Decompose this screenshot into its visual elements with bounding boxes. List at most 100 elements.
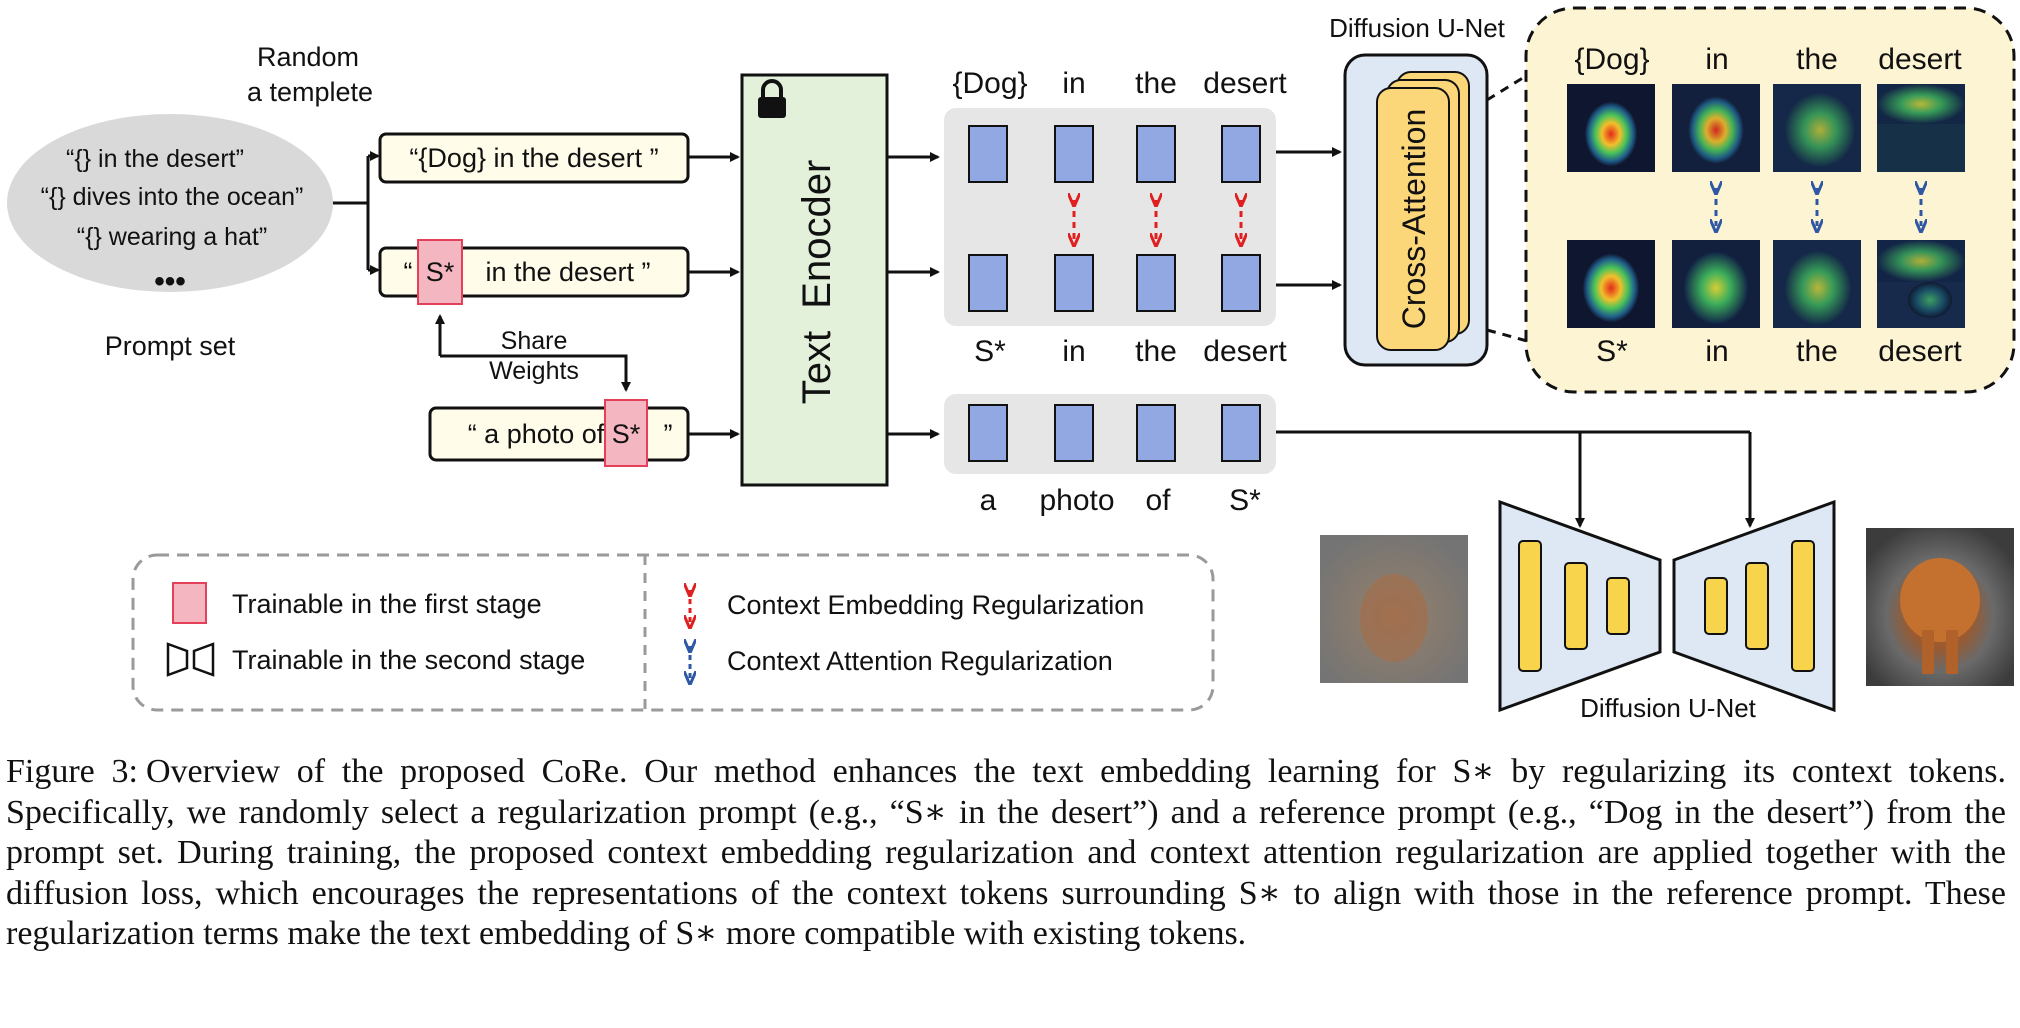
token-embedding bbox=[1136, 125, 1176, 183]
share-weights-connector bbox=[435, 314, 631, 392]
attention-map bbox=[1877, 84, 1965, 172]
token-label: in bbox=[1062, 67, 1085, 100]
prompt-to-encoder-arrows bbox=[688, 152, 740, 439]
token-label: S* bbox=[1229, 484, 1261, 517]
regularization-token-embeddings bbox=[968, 254, 1261, 312]
token-embedding bbox=[968, 254, 1008, 312]
base-prompt-close-quote: ” bbox=[664, 419, 673, 449]
token-label: S* bbox=[974, 335, 1006, 368]
token-label: of bbox=[1145, 484, 1171, 517]
token-embedding bbox=[1054, 125, 1094, 183]
attention-map-label: the bbox=[1796, 43, 1838, 76]
attention-map bbox=[1672, 240, 1760, 328]
attention-map bbox=[1877, 240, 1965, 328]
token-label: {Dog} bbox=[952, 67, 1027, 100]
token-embedding bbox=[1136, 254, 1176, 312]
lock-icon bbox=[758, 79, 786, 118]
token-label: the bbox=[1135, 335, 1177, 368]
random-template-label: Random bbox=[257, 42, 359, 72]
token-embedding bbox=[968, 125, 1008, 183]
prompt-set: “{} in the desert” “{} dives into the oc… bbox=[7, 114, 333, 361]
prompt-set-ellipse bbox=[7, 114, 333, 292]
template-branch-connector bbox=[333, 151, 380, 275]
trainable-second-stage-swatch bbox=[166, 642, 215, 677]
cross-attention-unet: Cross-Attention bbox=[1343, 53, 1489, 367]
noisy-input-image bbox=[1320, 535, 1468, 683]
pseudo-word-token: S* bbox=[612, 419, 641, 449]
token-label: a bbox=[980, 484, 997, 517]
reference-prompt-text: “{Dog} in the desert ” bbox=[409, 143, 658, 173]
prompt-set-item: “{} wearing a hat” bbox=[77, 223, 267, 251]
figure-label: Figure 3: bbox=[6, 753, 138, 790]
unet-top-label: Diffusion U-Net bbox=[1329, 13, 1506, 43]
base-token-labels: a photo of S* bbox=[980, 484, 1262, 517]
token-embedding bbox=[1221, 404, 1261, 462]
regularization-token-labels: S* in the desert bbox=[974, 335, 1287, 368]
text-encoder-box bbox=[740, 73, 889, 487]
attention-map bbox=[1567, 240, 1655, 328]
attention-map-label: {Dog} bbox=[1574, 43, 1649, 76]
attention-map-label: desert bbox=[1878, 43, 1962, 76]
trainable-first-stage-swatch bbox=[172, 582, 207, 624]
regularization-prompt-quote: “ bbox=[404, 257, 413, 287]
share-weights-label: Share bbox=[501, 327, 568, 355]
prompt-set-item: “{} in the desert” bbox=[66, 145, 244, 173]
attention-map bbox=[1773, 84, 1861, 172]
base-prompt: “ a photo of S* ” bbox=[428, 399, 690, 467]
attention-map bbox=[1672, 84, 1760, 172]
unet-bottom-label: Diffusion U-Net bbox=[1580, 693, 1757, 723]
attention-map-label: S* bbox=[1596, 335, 1628, 368]
token-embedding bbox=[968, 404, 1008, 462]
token-label: the bbox=[1135, 67, 1177, 100]
prompt-set-ellipsis: ••• bbox=[154, 265, 186, 298]
reference-prompt: “{Dog} in the desert ” bbox=[378, 132, 690, 184]
token-to-unet-arrows bbox=[1276, 147, 1755, 528]
token-embedding bbox=[1221, 254, 1261, 312]
legend-label: Context Attention Regularization bbox=[727, 646, 1113, 676]
encoder-to-token-arrows bbox=[887, 152, 940, 439]
prompt-set-item: “{} dives into the ocean” bbox=[41, 183, 304, 211]
legend-label: Context Embedding Regularization bbox=[727, 590, 1144, 620]
cross-attention-layer bbox=[1376, 87, 1450, 351]
legend-label: Trainable in the second stage bbox=[232, 645, 585, 675]
legend-label: Trainable in the first stage bbox=[232, 589, 542, 619]
pseudo-word-token: S* bbox=[426, 257, 455, 287]
attention-map-label: in bbox=[1705, 335, 1728, 368]
text-encoder: Text Enocder bbox=[740, 73, 889, 487]
random-template-label: a templete bbox=[247, 77, 373, 107]
legend-box bbox=[131, 553, 1215, 712]
base-token-embeddings bbox=[968, 404, 1261, 462]
generated-output-image bbox=[1866, 528, 2014, 686]
regularization-prompt-text: in the desert ” bbox=[485, 257, 650, 287]
token-label: in bbox=[1062, 335, 1085, 368]
token-label: photo bbox=[1039, 484, 1114, 517]
reference-attention-maps bbox=[1567, 84, 1965, 172]
attention-maps-panel: {Dog} in the desert bbox=[1486, 6, 2016, 394]
attention-map-label: in bbox=[1705, 43, 1728, 76]
token-label: desert bbox=[1203, 67, 1287, 100]
token-embedding bbox=[1054, 254, 1094, 312]
context-embedding-arrows bbox=[1074, 200, 1241, 240]
trainable-token-box bbox=[417, 239, 463, 305]
attention-map bbox=[1567, 84, 1655, 172]
reference-token-embeddings bbox=[968, 125, 1261, 183]
unet-feature-bars bbox=[1518, 540, 1815, 672]
token-embedding bbox=[1221, 125, 1261, 183]
diffusion-unet: Diffusion U-Net bbox=[1498, 499, 1836, 723]
attention-map bbox=[1773, 240, 1861, 328]
attention-map-label: the bbox=[1796, 335, 1838, 368]
regularization-prompt: “ S* in the desert ” bbox=[378, 239, 690, 305]
token-embedding bbox=[1054, 404, 1094, 462]
token-embedding bbox=[1136, 404, 1176, 462]
legend: Trainable in the first stage Trainable i… bbox=[131, 553, 1215, 712]
regularization-attention-maps bbox=[1567, 240, 1965, 328]
base-embeddings-panel bbox=[944, 394, 1276, 474]
token-label: desert bbox=[1203, 335, 1287, 368]
share-weights-label: Weights bbox=[489, 357, 579, 385]
cross-attention-label: Cross-Attention bbox=[1396, 109, 1432, 330]
base-prompt-text: “ a photo of bbox=[468, 419, 605, 449]
prompt-set-label: Prompt set bbox=[105, 331, 236, 361]
text-encoder-label: Text Enocder bbox=[795, 160, 839, 405]
caption-text: Overview of the proposed CoRe. Our metho… bbox=[6, 753, 2007, 952]
attention-map-label: desert bbox=[1878, 335, 1962, 368]
